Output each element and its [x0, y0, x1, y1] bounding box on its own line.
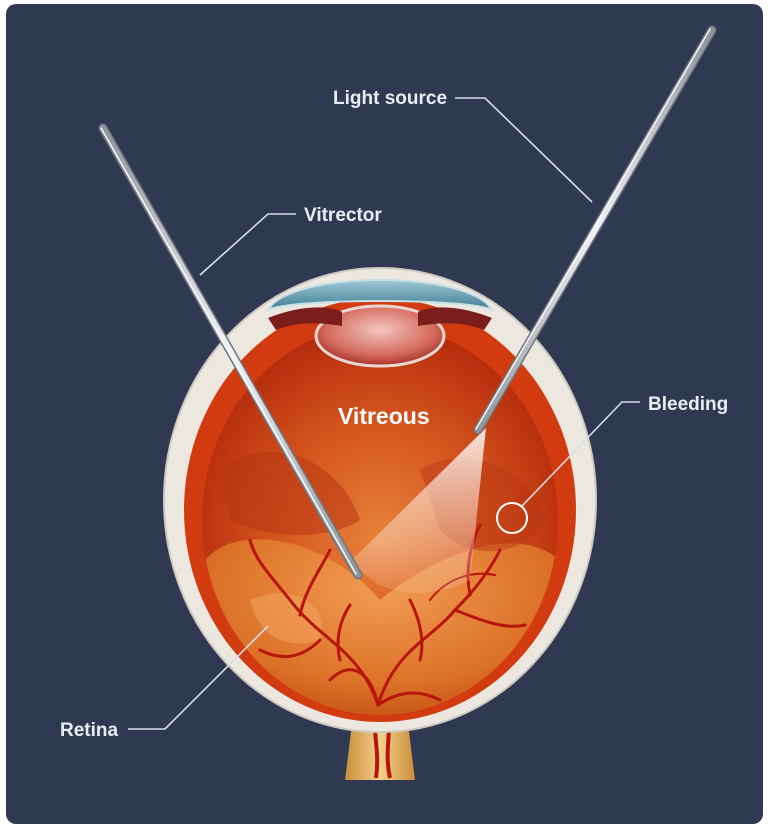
label-vitrector: Vitrector	[304, 205, 382, 226]
label-vitreous: Vitreous	[338, 403, 430, 429]
retina-leader	[128, 625, 269, 730]
lens	[314, 304, 446, 368]
light-beam	[352, 428, 486, 594]
leader-lines	[128, 97, 640, 730]
label-bleeding: Bleeding	[648, 394, 728, 415]
label-retina: Retina	[60, 720, 119, 741]
cornea	[265, 279, 495, 313]
bleeding-marker	[496, 502, 528, 534]
iris-right	[418, 307, 492, 330]
light-source-instrument	[473, 25, 717, 435]
iris	[268, 307, 342, 330]
label-light-source: Light source	[333, 88, 447, 109]
bleeding-leader	[521, 401, 640, 507]
vitrector-instrument	[98, 123, 363, 580]
light-source-leader	[455, 97, 593, 203]
vitrector-leader	[199, 213, 296, 276]
